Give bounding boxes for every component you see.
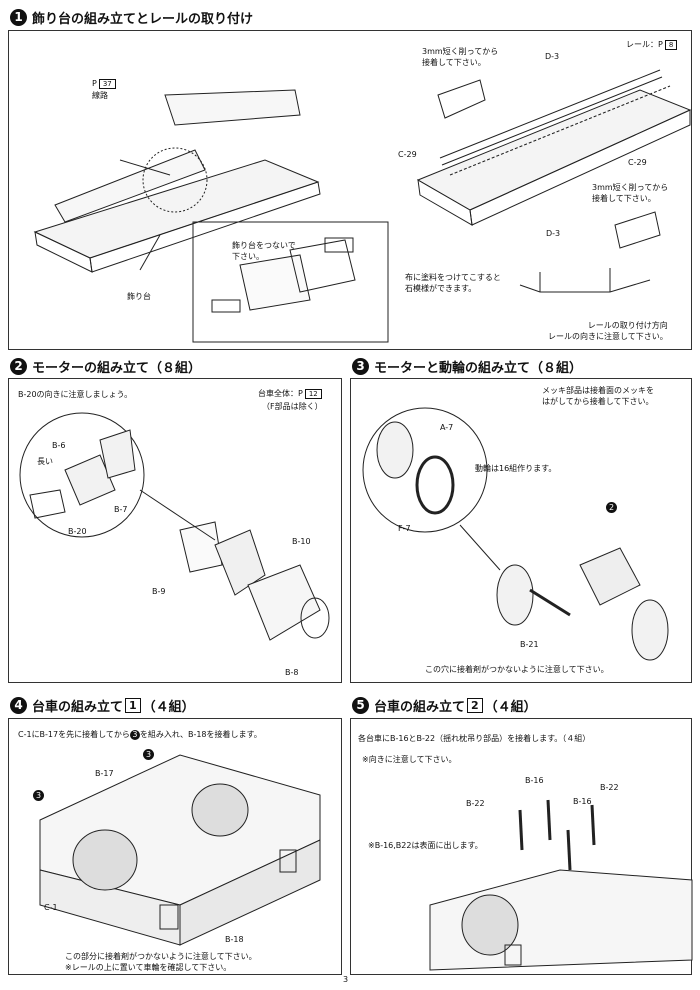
section-1-title: 1 飾り台の組み立てとレールの取り付け xyxy=(10,8,253,27)
bogie-ref-sub: （F部品は除く） xyxy=(262,402,323,411)
long-label: 長い xyxy=(37,457,53,466)
step-number: 2 xyxy=(10,358,27,375)
base-label: 飾り台 xyxy=(127,292,151,301)
sub-step-box: 1 xyxy=(125,698,141,713)
hole-glue-note: この穴に接着剤がつかないように注意して下さい。 xyxy=(425,665,609,674)
part-b9: B-9 xyxy=(152,587,166,596)
part-b18: B-18 xyxy=(225,935,244,944)
plating-note: メッキ部品は接着面のメッキを はがしてから接着して下さい。 xyxy=(542,386,654,406)
part-a7: A-7 xyxy=(440,423,454,432)
step-ref-2: 2 xyxy=(606,502,617,513)
section-5-note: 各台車にB-16とB-22（揺れ枕吊り部品）を接着します。（４組） xyxy=(358,734,591,743)
step-number: 1 xyxy=(10,9,27,26)
part-c29-left: C-29 xyxy=(398,150,417,159)
section-count: （４組） xyxy=(142,700,195,715)
bogie-bottom-note: この部分に接着剤がつかないように注意して下さい。 ※レールの上に置いて車輪を確認… xyxy=(65,952,257,972)
ref-page-num: 8 xyxy=(664,40,678,50)
ref-page-prefix: 台車全体：P xyxy=(258,389,303,398)
part-b7: B-7 xyxy=(114,505,128,514)
part-b21: B-21 xyxy=(520,640,539,649)
ref-page-prefix: レール：P xyxy=(626,40,663,49)
step-number: 4 xyxy=(10,697,27,714)
part-d3-bottom: D-3 xyxy=(546,229,561,238)
cut-note-bottom: 3mm短く削ってから 接着して下さい。 xyxy=(592,183,669,203)
section-2-note: B-20の向きに注意しましょう。 xyxy=(18,390,133,399)
section-title-text: 台車の組み立て xyxy=(32,700,124,715)
part-d3-top: D-3 xyxy=(545,52,560,61)
part-f7: F-7 xyxy=(398,524,411,533)
step-ref-3-left: 3 xyxy=(33,790,44,801)
step-number: 3 xyxy=(352,358,369,375)
part-b20: B-20 xyxy=(68,527,87,536)
section-title-text: 飾り台の組み立てとレールの取り付け xyxy=(32,12,254,27)
join-note: 飾り台をつないで 下さい。 xyxy=(232,241,296,261)
ref-page-num: 37 xyxy=(98,79,116,89)
section-3-title: 3 モーターと動輪の組み立て（８組） xyxy=(352,357,582,376)
note-text: を組み入れ、B-18を接着します。 xyxy=(139,730,262,739)
section-5-panel xyxy=(350,718,692,975)
inset-box xyxy=(192,221,389,343)
section-4-title: 4 台車の組み立て 1 （４組） xyxy=(10,696,195,715)
part-b22-left: B-22 xyxy=(466,799,485,808)
part-c1: C-1 xyxy=(44,903,58,912)
display-base-right-drawing xyxy=(416,69,692,293)
page-number: 3 xyxy=(343,975,349,984)
surface-note: ※B-16,B22は表面に出します。 xyxy=(368,841,483,850)
step-number: 5 xyxy=(352,697,369,714)
section-3-panel xyxy=(350,378,692,683)
section-5-note-2: ※向きに注意して下さい。 xyxy=(362,755,457,764)
section-title-text: モーターと動輪の組み立て（８組） xyxy=(374,361,583,376)
wheel-count-note: 動輪は16組作ります。 xyxy=(475,464,557,473)
ref-page-num: 12 xyxy=(304,389,322,399)
inset-join-drawing xyxy=(211,237,356,313)
part-c29-right: C-29 xyxy=(628,158,647,167)
section-title-text: 台車の組み立て xyxy=(374,700,466,715)
part-b16-top: B-16 xyxy=(525,776,544,785)
section-4-panel xyxy=(8,718,342,975)
part-b6: B-6 xyxy=(52,441,66,450)
section-2-panel xyxy=(8,378,342,683)
section-2-title: 2 モーターの組み立て（８組） xyxy=(10,357,201,376)
part-b17: B-17 xyxy=(95,769,114,778)
step-ref: 3 xyxy=(129,730,140,740)
track-label: 線路 xyxy=(92,91,108,100)
section-title-text: モーターの組み立て（８組） xyxy=(32,361,202,376)
rail-direction-note: レールの取り付け方向 レールの向きに注意して下さい。 xyxy=(548,321,668,341)
part-b22-top: B-22 xyxy=(600,783,619,792)
part-b8: B-8 xyxy=(285,668,299,677)
note-text: C-1にB-17を先に接着してから xyxy=(18,730,130,739)
detail-circle xyxy=(362,407,488,533)
step-ref-3-top: 3 xyxy=(143,749,154,760)
section-count: （４組） xyxy=(484,700,537,715)
part-b16-mid: B-16 xyxy=(573,797,592,806)
part-b10: B-10 xyxy=(292,537,311,546)
detail-circle xyxy=(19,412,145,538)
section-1-panel xyxy=(8,30,692,350)
paint-note: 布に塗料をつけてこすると 石模様ができます。 xyxy=(405,273,501,293)
ref-page-prefix: P xyxy=(92,79,97,88)
sub-step-box: 2 xyxy=(467,698,483,713)
cut-note-top: 3mm短く削ってから 接着して下さい。 xyxy=(422,47,499,67)
display-base-left-drawing xyxy=(33,89,321,273)
section-5-title: 5 台車の組み立て 2 （４組） xyxy=(352,696,537,715)
